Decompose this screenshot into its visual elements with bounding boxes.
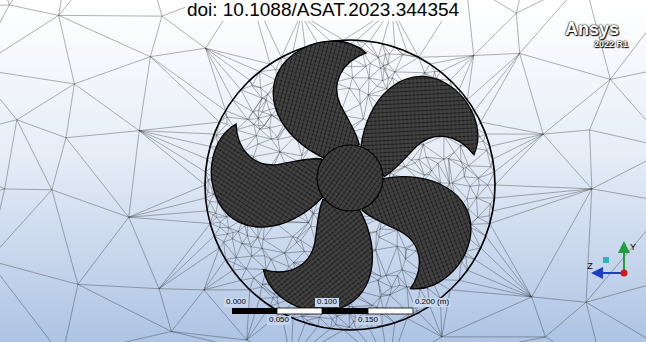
fan-blade <box>210 121 324 229</box>
scale-value: 0.100 <box>315 298 339 307</box>
scale-bar <box>232 308 413 314</box>
axis-label: Y <box>628 243 638 253</box>
software-logo: Ansys <box>563 20 621 40</box>
scale-unit: 0.200 (m) <box>413 298 451 307</box>
axis-triad <box>597 247 628 277</box>
scale-value: 0.150 <box>356 316 380 325</box>
scale-value: 0.050 <box>267 316 291 325</box>
domain-circle <box>205 40 495 330</box>
scale-value: 0.000 <box>224 298 248 307</box>
axis-label: Z <box>585 262 595 272</box>
software-version: 2022 R1 <box>592 40 630 50</box>
hub <box>317 145 383 211</box>
doi-watermark: doi: 10.1088/ASAT.2023.344354 <box>185 0 461 21</box>
